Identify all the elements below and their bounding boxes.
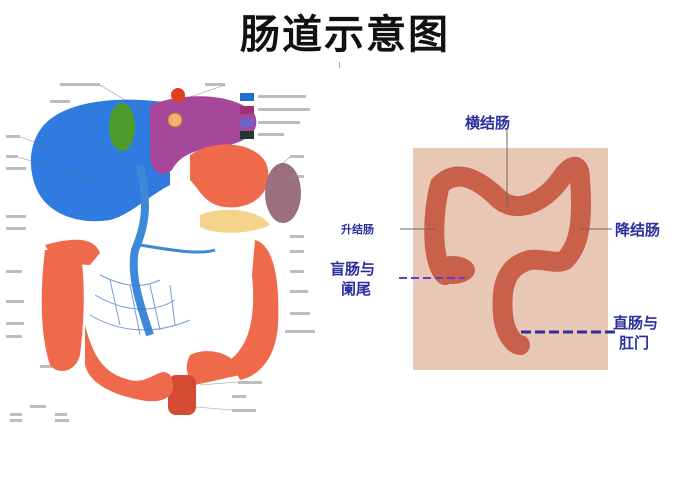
label-cecum-appendix-line1: 盲肠与 xyxy=(330,260,376,278)
portal-system-illustration xyxy=(0,75,330,425)
page-title: 肠道示意图 xyxy=(240,11,450,58)
colon-drawing xyxy=(399,130,615,370)
label-rectum-anus-line2: 肛门 xyxy=(619,334,650,352)
label-cecum-appendix-line2: 阑尾 xyxy=(341,280,372,298)
label-ascending-colon: 升结肠 xyxy=(341,223,374,236)
decorative-mark xyxy=(339,62,340,68)
colon-illustration: 横结肠 升结肠 降结肠 盲肠与 阑尾 直肠与 肛门 xyxy=(325,100,690,370)
label-transverse-colon: 横结肠 xyxy=(465,114,511,132)
label-rectum-anus-line1: 直肠与 xyxy=(613,314,659,332)
anatomy-drawing xyxy=(6,83,315,422)
label-descending-colon: 降结肠 xyxy=(615,221,661,239)
